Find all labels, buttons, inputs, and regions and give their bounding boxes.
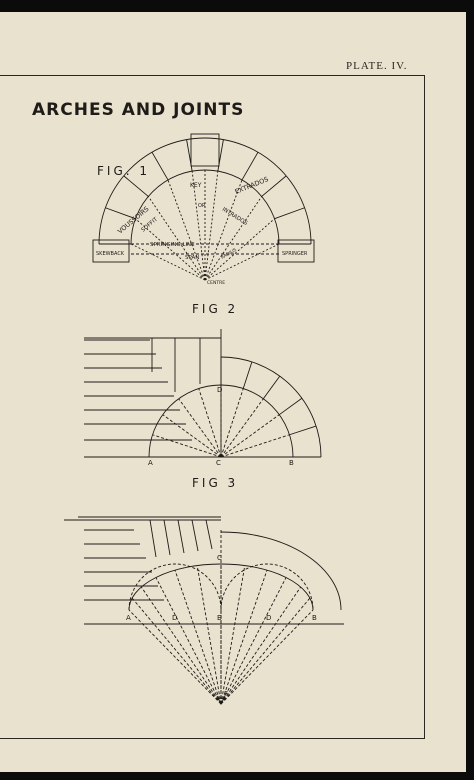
fig3-intrados-curve — [128, 563, 314, 611]
fig3-joint-line — [220, 597, 311, 705]
plate-page: PLATE. IV. ARCHES AND JOINTS FIG. 1 FIG … — [0, 12, 466, 772]
fig2-point-d: D — [217, 386, 222, 394]
fig1-radius-line — [167, 179, 206, 281]
fig3-label: FIG 3 — [192, 476, 239, 490]
fig2-point-a: A — [148, 459, 153, 467]
fig3-point-f: F — [224, 690, 228, 698]
fig1-radius-line — [204, 179, 243, 281]
fig3-construction-arc — [220, 563, 314, 611]
fig3-point-f-arrow — [216, 695, 226, 706]
fig2-radius-line — [220, 388, 244, 458]
fig3-joint-line — [174, 570, 222, 705]
fig2-voussoir-joint — [242, 361, 253, 389]
fig1-radius-line — [130, 243, 206, 281]
fig2-drawing: A C B D — [84, 329, 322, 467]
plate-frame — [0, 75, 425, 739]
fig1-voussoir-joint — [123, 175, 149, 197]
fig1-skewback-label: SKEWBACK — [96, 251, 125, 257]
fig1-voussoir-joint — [105, 207, 136, 220]
fig1-voussoir-joint — [241, 151, 259, 181]
fig1-voussoir-joint — [261, 175, 287, 197]
fig1-skewback-block — [92, 239, 130, 263]
fig3-point-b: B — [312, 614, 317, 622]
fig2-radius-line — [198, 388, 222, 458]
fig3-joint-line — [128, 609, 222, 705]
fig1-springer-block — [277, 239, 315, 263]
fig1-radius-line — [135, 218, 206, 281]
fig1-drawing: KEY EXTRADOS VOUSSOIRS SOFFIT OR INTRADO… — [92, 133, 315, 286]
fig2-radius-line — [220, 414, 280, 458]
fig3-joint-line — [220, 609, 314, 705]
fig3-joint-line — [220, 586, 302, 705]
fig1-label: FIG. 1 — [97, 164, 151, 178]
fig2-radius-line — [220, 398, 264, 458]
fig2-point-b: B — [289, 459, 294, 467]
fig1-voussoir-joint — [151, 151, 169, 181]
fig3-construction-arc — [128, 563, 222, 611]
fig3-joint-line — [220, 570, 268, 705]
fig2-radius-line — [152, 434, 222, 458]
fig1-arch — [92, 133, 315, 281]
fig3-joint-line — [220, 577, 287, 705]
fig1-centre-label: CENTRE — [207, 280, 225, 286]
fig2-radius-line — [220, 434, 290, 458]
fig2-label: FIG 2 — [192, 302, 239, 316]
fig3-point-e: E — [217, 614, 221, 622]
plate-number: PLATE. IV. — [346, 60, 408, 72]
fig1-span-label: SPAN — [185, 255, 199, 261]
fig3-wall-joint — [163, 519, 171, 556]
fig2-radius-line — [178, 398, 222, 458]
fig1-or-label: OR — [198, 203, 206, 209]
fig1-springing-line-label: SPRINGING LINE — [150, 242, 195, 248]
fig2-voussoir-joint — [289, 425, 317, 436]
fig1-radius-line — [204, 196, 263, 281]
fig3-joint-line — [196, 565, 222, 705]
fig3-joint-line — [140, 586, 222, 705]
page-title: ARCHES AND JOINTS — [32, 100, 245, 120]
fig2-extrados-curve — [220, 356, 322, 458]
fig3-wall-joint — [205, 519, 213, 550]
fig3-extrados-curve — [220, 531, 342, 611]
fig2-voussoir-joint — [262, 375, 281, 400]
fig3-joint-line — [155, 577, 222, 705]
fig2-radius-line — [162, 414, 222, 458]
fig1-key-label: KEY — [190, 182, 202, 189]
fig3-drawing: A D E D B C F — [64, 516, 344, 706]
fig1-key-stone — [190, 133, 220, 167]
fig3-point-d-right: D — [266, 614, 271, 622]
fig3-wall-joint — [191, 519, 199, 552]
fig3-wall-joint — [149, 519, 157, 558]
fig1-springer-label: SPRINGER — [282, 251, 308, 257]
fig3-joint-line — [220, 565, 246, 705]
fig3-wall-joint — [177, 519, 185, 554]
fig2-point-c: C — [216, 459, 221, 467]
fig3-point-d-left: D — [172, 614, 177, 622]
fig2-voussoir-joint — [278, 397, 303, 416]
fig1-extrados-curve — [98, 137, 312, 245]
fig3-arch — [64, 516, 344, 706]
fig1-radius-line — [147, 196, 206, 281]
fig1-radius-line — [204, 243, 280, 281]
fig3-point-c: C — [217, 554, 222, 562]
fig1-radius-line — [204, 218, 275, 281]
fig3-point-a: A — [126, 614, 131, 622]
fig2-arch — [84, 329, 322, 458]
fig3-joint-line — [131, 597, 222, 705]
fig1-voussoir-joint — [274, 207, 305, 220]
